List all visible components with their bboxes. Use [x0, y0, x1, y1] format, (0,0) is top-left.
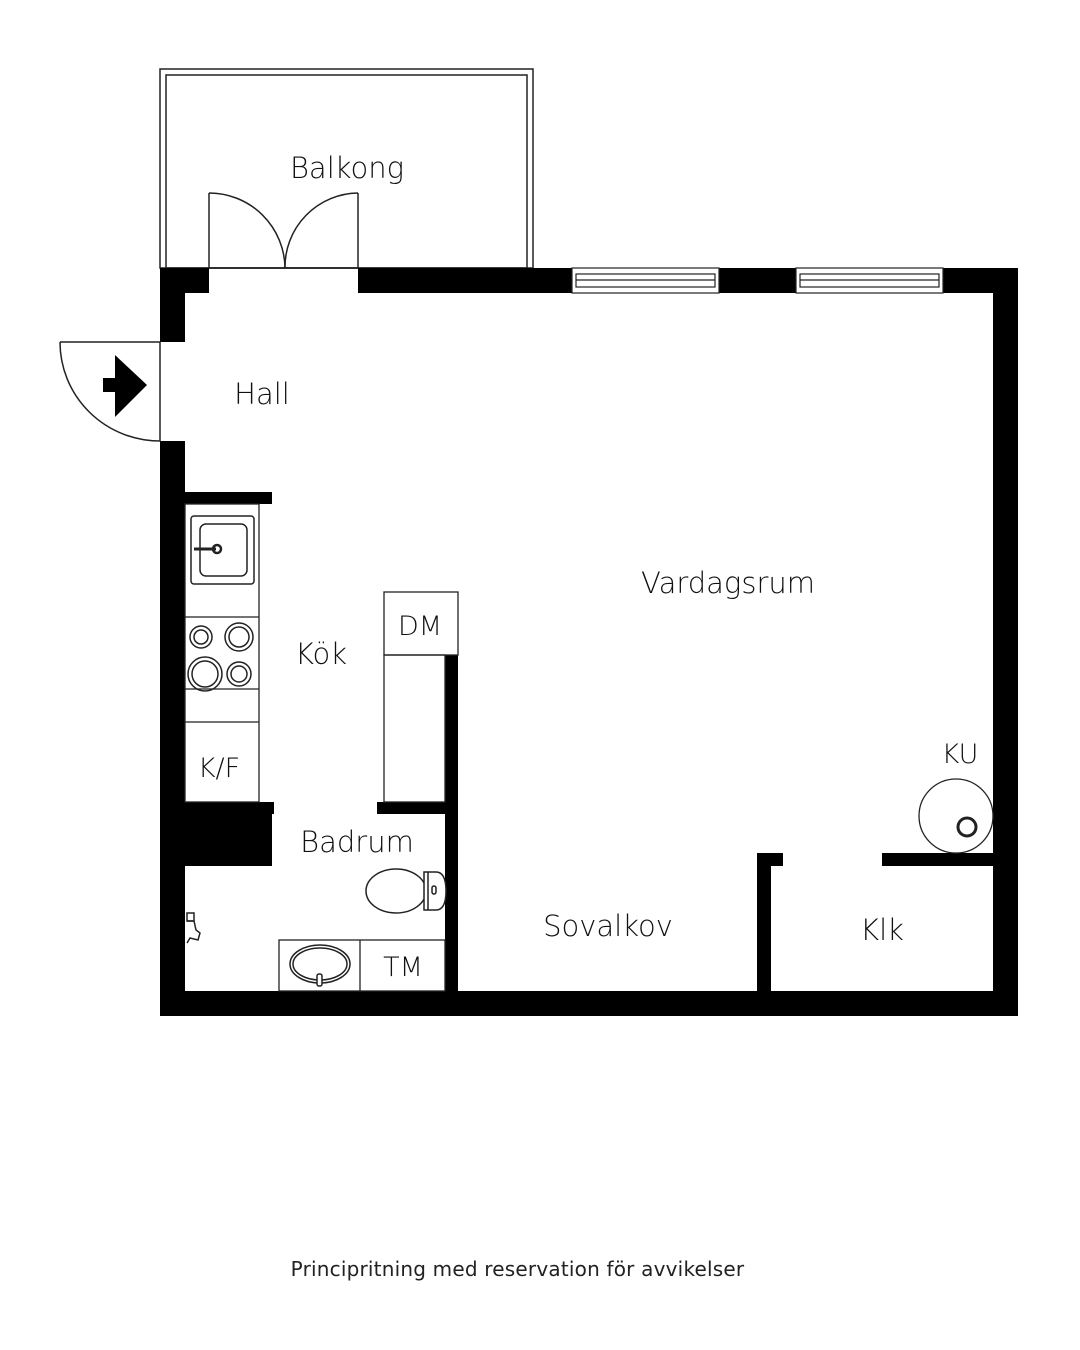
fixture-label-washing-machine: TM	[383, 952, 423, 983]
fixture-label-fridge-freezer: K/F	[198, 753, 240, 784]
room-label-living-room: Vardagsrum	[641, 566, 815, 600]
room-label-hall: Hall	[234, 377, 290, 411]
disclaimer-footer: Principritning med reservation för avvik…	[290, 1257, 745, 1281]
room-label-balcony: Balkong	[290, 151, 404, 185]
stove-icon	[187, 622, 254, 692]
shower-faucet-icon	[186, 912, 201, 944]
room-label-bathroom: Badrum	[300, 825, 414, 859]
window	[571, 267, 720, 294]
washbasin-icon	[289, 944, 351, 987]
fixture-label-dishwasher: DM	[398, 611, 442, 642]
room-label-closet: Klk	[860, 913, 904, 947]
walls	[160, 268, 1018, 1016]
window	[795, 267, 944, 294]
dishwasher-cabinet	[383, 591, 459, 803]
entrance-door	[59, 341, 161, 442]
entrance-arrow-icon	[103, 355, 147, 417]
kitchen-sink-icon	[190, 515, 255, 585]
bathroom-counter	[278, 939, 446, 992]
fixture-label-corner-unit: KU	[942, 739, 979, 770]
room-label-sleeping-alcove: Sovalkov	[543, 909, 673, 943]
room-label-kitchen: Kök	[295, 637, 347, 671]
corner-unit-icon	[918, 778, 994, 854]
toilet-icon	[365, 868, 447, 914]
balcony-double-door	[208, 192, 359, 269]
